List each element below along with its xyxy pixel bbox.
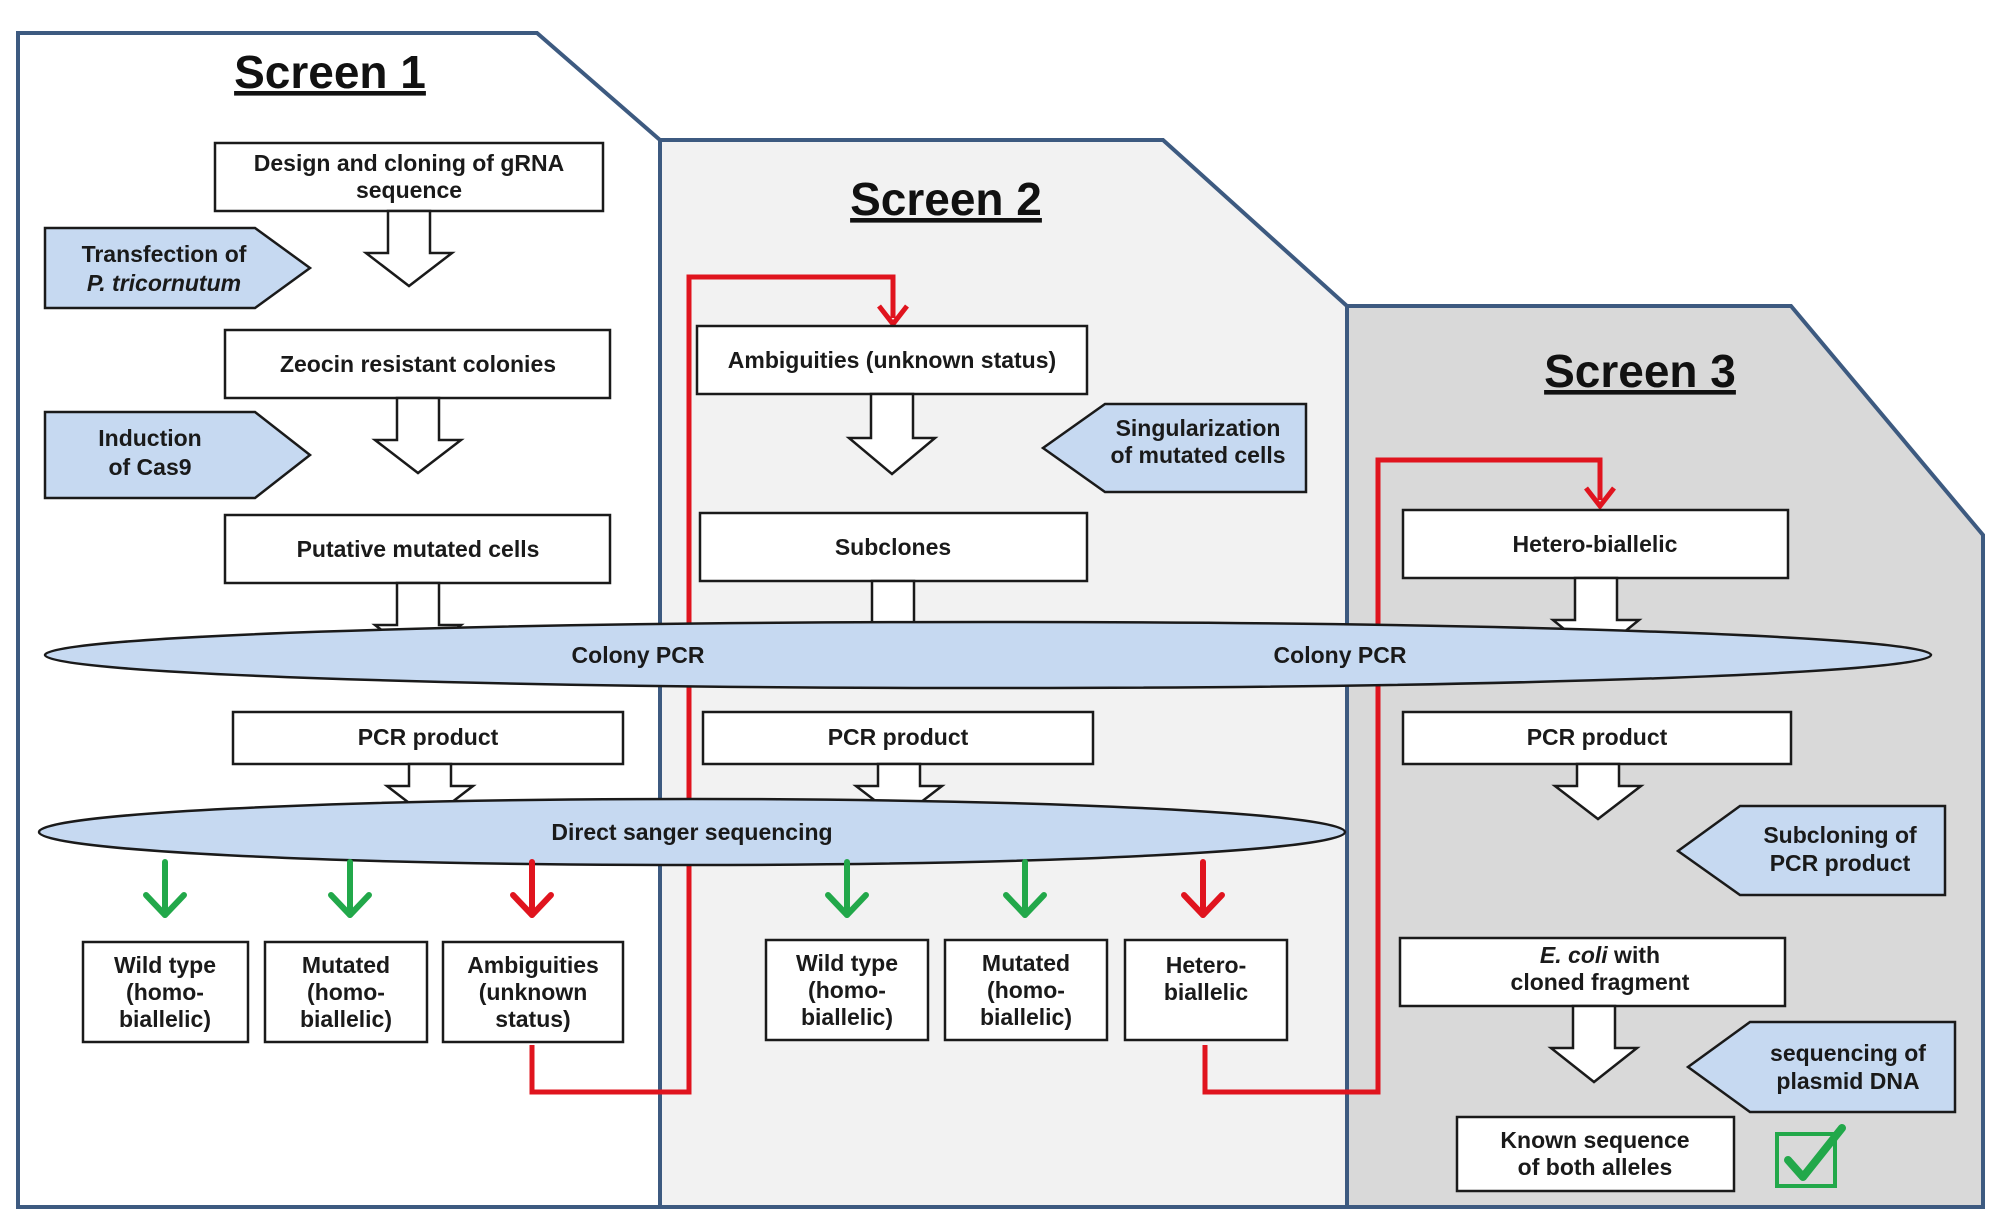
ecoli-line2: cloned fragment xyxy=(1511,969,1690,995)
outcome-s1-wildtype-line3: biallelic) xyxy=(119,1006,211,1032)
ecoli-line1: E. coli with xyxy=(1540,942,1660,968)
transfection-line2: P. tricornutum xyxy=(87,270,241,296)
ecoli-line1-rest: with xyxy=(1608,942,1660,968)
green-arrow-s2-wt xyxy=(825,859,869,918)
outcome-s2-wildtype-line3: biallelic) xyxy=(801,1004,893,1030)
down-arrow-s3-3 xyxy=(1547,1004,1641,1084)
red-arrowhead-ambiguities xyxy=(877,304,909,329)
outcome-s2-mutated-box xyxy=(943,938,1109,1042)
outcome-s1-mutated-line3: biallelic) xyxy=(300,1006,392,1032)
putative-box xyxy=(223,513,612,585)
green-arrow-s1-wt xyxy=(143,859,187,918)
sanger-sequencing-label: Direct sanger sequencing xyxy=(551,819,832,845)
ecoli-line1-species: E. coli xyxy=(1540,942,1608,968)
design-cloning-line2: sequence xyxy=(356,177,462,203)
outcome-s2-mutated-line2: (homo- xyxy=(987,977,1065,1003)
ecoli-box xyxy=(1398,936,1787,1008)
outcome-s1-mutated-line2: (homo- xyxy=(307,979,385,1005)
induction-line1: Induction xyxy=(98,425,201,451)
checkbox-check-icon xyxy=(1775,1124,1846,1188)
sequencing-plasmid-input xyxy=(1685,1020,1957,1114)
down-arrow-s1-1 xyxy=(362,209,456,288)
down-arrow-s1-2 xyxy=(371,396,465,475)
outcome-s1-wildtype-line2: (homo- xyxy=(126,979,204,1005)
pcr-product-s1-label: PCR product xyxy=(358,724,499,750)
outcome-s1-ambiguities-line1: Ambiguities xyxy=(467,952,599,978)
singularization-input xyxy=(1040,402,1308,494)
induction-input xyxy=(43,410,313,500)
sequencing-plasmid-line1: sequencing of xyxy=(1770,1040,1926,1066)
screen1-title: Screen 1 xyxy=(234,46,426,98)
known-sequence-box xyxy=(1455,1115,1736,1193)
outcome-s1-wildtype-line1: Wild type xyxy=(114,952,216,978)
down-arrow-s3-2 xyxy=(1551,762,1645,821)
hetero-biallelic-label: Hetero-biallelic xyxy=(1513,531,1678,557)
pcr-product-s2-box xyxy=(701,710,1095,766)
outcome-s2-hetero-line1: Hetero- xyxy=(1166,952,1247,978)
outcome-s2-wildtype-line1: Wild type xyxy=(796,950,898,976)
pcr-product-s2-label: PCR product xyxy=(828,724,969,750)
transfection-input xyxy=(43,226,313,310)
outcome-s1-ambiguities-box xyxy=(441,940,625,1044)
known-sequence-line1: Known sequence xyxy=(1500,1127,1689,1153)
screen2-title: Screen 2 xyxy=(850,173,1042,225)
ambiguities-s2-label: Ambiguities (unknown status) xyxy=(728,347,1056,373)
outcome-s1-mutated-line1: Mutated xyxy=(302,952,390,978)
outcome-s1-ambiguities-line3: status) xyxy=(495,1006,570,1032)
outcome-s2-mutated-line1: Mutated xyxy=(982,950,1070,976)
green-arrow-s2-mutated xyxy=(1003,859,1047,918)
pcr-product-s3-box xyxy=(1401,710,1793,766)
induction-line2: of Cas9 xyxy=(108,454,191,480)
putative-label: Putative mutated cells xyxy=(297,536,540,562)
outcome-s2-hetero-line2: biallelic xyxy=(1164,979,1249,1005)
green-arrow-s1-mutated xyxy=(328,859,372,918)
sequencing-plasmid-line2: plasmid DNA xyxy=(1776,1068,1919,1094)
subclones-label: Subclones xyxy=(835,534,951,560)
sanger-sequencing-banner xyxy=(37,797,1347,867)
outcome-s2-mutated-line3: biallelic) xyxy=(980,1004,1072,1030)
red-connector-screen2-to-screen3 xyxy=(1202,457,1603,1095)
singularization-line1: Singularization xyxy=(1116,415,1281,441)
subcloning-line2: PCR product xyxy=(1770,850,1911,876)
hetero-biallelic-box xyxy=(1401,508,1790,580)
outcome-s1-wildtype-box xyxy=(81,940,250,1044)
transfection-line1: Transfection of xyxy=(82,241,247,267)
screen3-title: Screen 3 xyxy=(1544,345,1736,397)
subcloning-line1: Subcloning of xyxy=(1763,822,1917,848)
zeocin-label: Zeocin resistant colonies xyxy=(280,351,556,377)
red-arrow-s1-ambiguities xyxy=(510,859,554,918)
subcloning-input xyxy=(1675,804,1947,897)
singularization-line2: of mutated cells xyxy=(1110,442,1285,468)
outcome-s1-mutated-box xyxy=(263,940,429,1044)
design-cloning-box xyxy=(213,141,605,213)
colony-pcr-banner xyxy=(43,620,1933,690)
outcome-s1-ambiguities-line2: (unknown xyxy=(479,979,588,1005)
outcome-s2-wildtype-line2: (homo- xyxy=(808,977,886,1003)
down-arrow-s2-1 xyxy=(845,392,939,476)
colony-pcr-label-right: Colony PCR xyxy=(1274,642,1407,668)
zeocin-box xyxy=(223,328,612,400)
red-arrowhead-hetero xyxy=(1584,486,1616,511)
outcome-s2-hetero-box xyxy=(1123,938,1289,1042)
red-arrow-s2-hetero xyxy=(1181,859,1225,918)
known-sequence-line2: of both alleles xyxy=(1518,1154,1673,1180)
colony-pcr-label-left: Colony PCR xyxy=(572,642,705,668)
outcome-s2-wildtype-box xyxy=(764,938,930,1042)
design-cloning-line1: Design and cloning of gRNA xyxy=(254,150,565,176)
pcr-product-s3-label: PCR product xyxy=(1527,724,1668,750)
